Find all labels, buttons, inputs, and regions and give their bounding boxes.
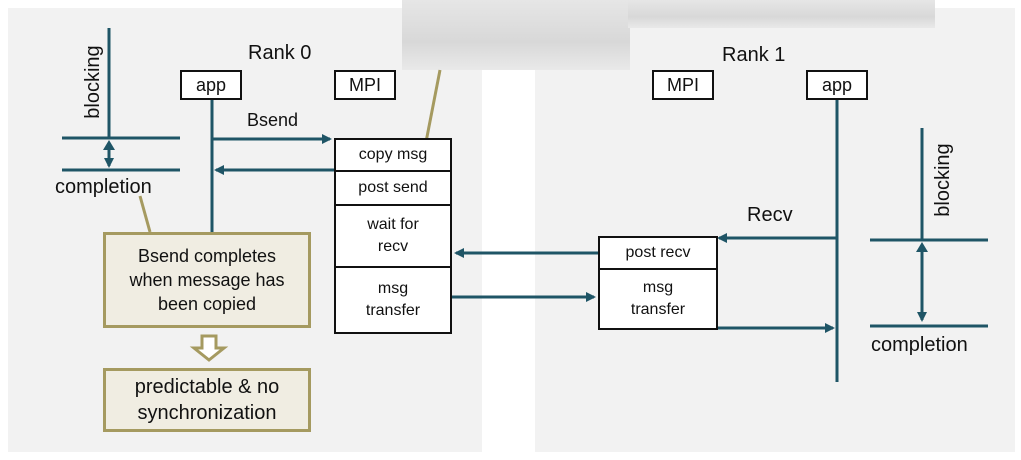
step-msg-transfer-rank1: msg transfer <box>630 279 686 318</box>
rank0-completion-label: completion <box>55 176 152 198</box>
rank0-blocking-label: blocking <box>82 45 104 119</box>
hollow-down-arrow-icon <box>189 334 229 362</box>
rank0-app-label: app <box>180 70 242 100</box>
rank1-title: Rank 1 <box>722 44 786 66</box>
step-copy-msg: copy msg <box>336 140 450 172</box>
rank1-mpi-label: MPI <box>652 70 714 100</box>
step-post-send: post send <box>336 172 450 206</box>
rank1-app-label: app <box>806 70 868 100</box>
step-post-recv: post recv <box>600 238 716 270</box>
rank1-mpi-stack: post recv msg transfer <box>598 236 718 330</box>
bsend-label: Bsend <box>247 110 299 130</box>
rank0-span-up-head <box>103 140 115 150</box>
predictable-note: predictable & no synchronization <box>103 368 311 432</box>
blurred-overlay-left <box>402 0 630 70</box>
rank1-panel <box>535 8 1015 452</box>
blurred-overlay-right <box>628 0 935 28</box>
recv-label: Recv <box>747 204 793 226</box>
rank0-mpi-stack: copy msg post send wait for recv msg tra… <box>334 138 452 334</box>
rank0-mpi-label: MPI <box>334 70 396 100</box>
rank1-blocking-label: blocking <box>932 143 954 217</box>
note-callout-line <box>138 195 152 233</box>
blur-callout-line <box>424 69 442 143</box>
step-wait-for-recv: wait for recv <box>336 206 450 268</box>
bsend-completes-note: Bsend completes when message has been co… <box>103 232 311 328</box>
rank1-span-up-head <box>916 242 928 252</box>
rank0-title: Rank 0 <box>248 42 312 64</box>
step-msg-transfer: msg transfer <box>365 280 421 319</box>
rank1-completion-label: completion <box>871 334 968 356</box>
